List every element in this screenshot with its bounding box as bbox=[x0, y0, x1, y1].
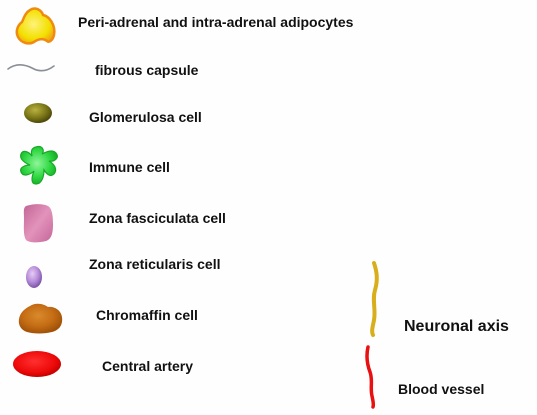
legend-label-immune-cell: Immune cell bbox=[89, 159, 170, 175]
central-artery-icon bbox=[13, 351, 61, 377]
fibrous-capsule-icon bbox=[7, 63, 55, 72]
zona-fasciculata-cell-icon bbox=[23, 204, 53, 243]
zona-reticularis-cell-icon bbox=[26, 266, 42, 288]
legend-label-blood-vessel: Blood vessel bbox=[398, 381, 485, 397]
legend-label-fibrous-capsule: fibrous capsule bbox=[95, 62, 199, 78]
legend-label-zona-fasciculata-cell: Zona fasciculata cell bbox=[89, 210, 226, 226]
chromaffin-cell-icon bbox=[18, 303, 63, 334]
blood-vessel-icon bbox=[365, 345, 376, 409]
adipocyte-icon bbox=[15, 7, 56, 45]
neuronal-axis-icon bbox=[370, 261, 379, 337]
immune-cell-icon bbox=[20, 145, 58, 185]
legend-label-zona-reticularis-cell: Zona reticularis cell bbox=[89, 256, 221, 272]
legend-label-neuronal-axis: Neuronal axis bbox=[404, 318, 509, 335]
legend-label-glomerulosa-cell: Glomerulosa cell bbox=[89, 109, 202, 125]
legend-label-adipocytes: Peri-adrenal and intra-adrenal adipocyte… bbox=[78, 14, 354, 30]
legend-label-central-artery: Central artery bbox=[102, 358, 194, 374]
glomerulosa-cell-icon bbox=[24, 103, 52, 123]
legend-label-chromaffin-cell: Chromaffin cell bbox=[96, 307, 198, 323]
